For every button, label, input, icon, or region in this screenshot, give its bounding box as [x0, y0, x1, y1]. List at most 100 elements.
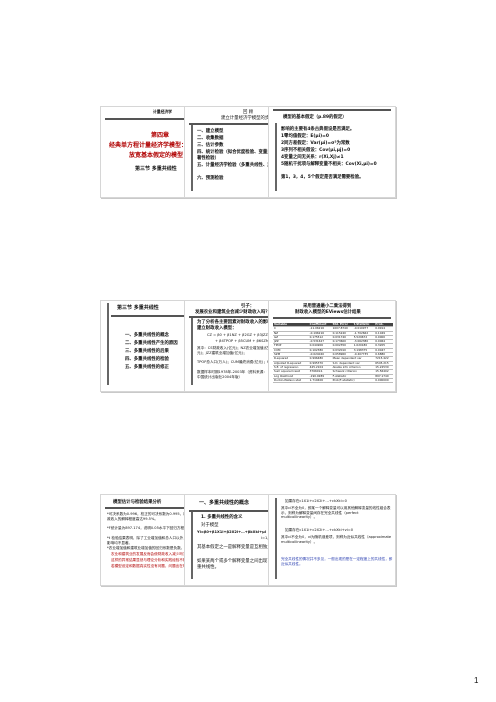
formula-1: CZ = β0 + β1NZ + β2GZ + β3JZZ: [207, 333, 268, 337]
definition-text: 如果某两个或多个解释变量之间出现了相关性，则称为多重共线性。: [197, 559, 307, 570]
cell: Schwarz criterion: [331, 369, 375, 375]
cell: 0.3205: [374, 343, 393, 349]
cell: -1.702662: [352, 331, 375, 336]
chapter-line3: 放宽基本假定的模型: [129, 152, 184, 159]
top-rule: [105, 118, 223, 120]
cell: GZ: [273, 335, 309, 341]
analysis-6: 这样的异常结果显然与理论分析和实践经验不相符。: [111, 558, 194, 562]
cell: 0.6880: [374, 352, 393, 358]
variables-1: 其中：CS财政收入(亿元)；NZ农业增加值(亿元)；GZ工业增加值(亿元)；JZ…: [197, 346, 306, 355]
conclusion: 完全共线性的情况并不多见，一般出现的是在一定程度上的共线性，即近似共线性。: [281, 557, 393, 566]
th-t: t-Statistic: [352, 323, 375, 328]
cell: NZ: [273, 331, 309, 336]
cell: S.D. dependent var: [331, 361, 375, 367]
cell: F-statistic: [331, 374, 375, 379]
cell: 1007.8740: [331, 326, 353, 332]
perfect-definition: 其中ci不全为0，即某一个解释变量可以用其他解释变量的线性组合表示，则称为解释变…: [281, 506, 391, 520]
th-coef: Coefficient: [308, 323, 332, 328]
cell: -3.062380: [352, 339, 375, 345]
step-4: 四、统计检验（拟合优度检验、变量显著性检验、方程显著性检验）: [197, 150, 307, 161]
section-title: 第三节 多重共线性: [135, 166, 177, 172]
cell: 5.529672: [352, 335, 375, 341]
outline-4: 四、多重共线性的检验: [125, 357, 169, 362]
cell: 0.044906: [308, 343, 332, 349]
data-source: 数据样本时期1978年-2003年（资料来源：《中国统计年鉴2004》，中国统计…: [197, 370, 309, 379]
cell: Prob(F-statistic): [331, 378, 375, 384]
model-formula: Yi=β0+β1X1i+β2X2i+…+βkXki+μi: [197, 530, 266, 534]
step-3: 三、估计参数: [197, 143, 224, 148]
analysis-5: 农业和建筑业的发展反而会使财政收入减少吗？！: [111, 552, 191, 556]
line-3: 3序列不相关假设：Cov(μi,μj)=0: [281, 148, 351, 153]
cell: 0.173600: [331, 339, 353, 345]
left-rule: [275, 498, 277, 579]
perfect-condition: 如果存在c1X1i+c2X2i+…+ckXki=0: [285, 499, 347, 503]
cell: 0.0064: [374, 339, 393, 345]
cell: 3766014.: [308, 369, 332, 375]
cell: TPOP: [273, 343, 309, 349]
analysis-1: *可决系数为0.996，校正的可决系数为0.995，模型拟合很好。模型对财政收入…: [107, 512, 223, 521]
sub-heading: 1. 多重共线性的含义: [201, 515, 243, 520]
section-title: 第三节 多重共线性: [117, 305, 159, 311]
analysis-4: *农业增加值和建筑业增加值的回归系数是负数。: [107, 546, 185, 550]
rule: [111, 315, 223, 317]
rule: [273, 317, 391, 319]
th-variable: Variable: [273, 323, 309, 328]
intro-line-2: 建立财政收入模型：: [197, 326, 237, 331]
cell: 0.175512: [308, 335, 332, 341]
cell: Durbin-Watson stat: [273, 378, 309, 384]
course-label: 计量经济学: [153, 109, 172, 114]
eviews-table: Variable Coefficient Std. Error t-Statis…: [273, 323, 393, 384]
approx-definition: 其中ci不全为0，vi为随机误差项，则称为近似共线性（approximate m…: [281, 535, 392, 544]
left-rule: [107, 303, 109, 385]
slide-title: 采用普通最小二乘法得到: [303, 304, 352, 309]
cell: 15.22530: [374, 365, 393, 371]
step-5: 五、计量经济学检验（多重共线性、异方差、序列相关）: [197, 163, 307, 168]
cell: 1.719406: [308, 378, 332, 384]
cell: -0.010977: [352, 326, 375, 332]
analysis-2: *F统计量为897.174，说明0.05水平下回归方程整体上显著。: [107, 526, 206, 530]
cell: 0.058960: [331, 352, 353, 358]
slide-6-eviews: 采用普通最小二乘法得到 财政收入模型的EViews估计结果 Variable C…: [268, 300, 396, 392]
slide-3-assumptions: 模型的基本假定（p.89的假定） 影响的主要有4条古典假设是否满足。 1零均值假…: [268, 106, 396, 198]
cell: Akaike info criterion: [331, 365, 375, 371]
analysis-3: *t 检验结果表明，除了工业增加值和总人口以外，其他因素对财政收入的影响均不显著…: [107, 536, 223, 545]
cell: -0.024040: [308, 352, 332, 358]
left-rule: [191, 318, 193, 385]
left-rule: [191, 512, 193, 579]
review-sub: 建立计量经济学模型的步骤: [221, 116, 274, 121]
cell: 0.0047: [374, 348, 393, 354]
approx-condition: 如果存在c1X1i+c2X2i+…+ckXki+vi=0: [285, 528, 354, 532]
line-0: 影响的主要有4条古典假设是否满足。: [281, 127, 355, 132]
slide-title: 模型的基本假定（p.89的假定）: [283, 115, 347, 120]
th-se: Std. Error: [331, 323, 353, 328]
cell: 3.198375: [352, 348, 375, 354]
left-rule: [275, 123, 277, 191]
slide-subtitle: 发展农业和建筑业会减少财政收入吗？: [195, 310, 270, 315]
page-number: 1: [474, 676, 479, 685]
cell: 0.995370: [308, 361, 332, 367]
th-prob: Prob.: [374, 323, 393, 328]
outline-3: 三、多重共线性的后果: [125, 349, 169, 354]
cell: 0.115240: [331, 331, 353, 336]
model-intro: 对于模型: [201, 523, 219, 528]
cell: 1.020180: [352, 343, 375, 349]
formula-2: + β4TPOP + β5CUM + β6SZM + μ: [215, 339, 277, 343]
rule: [105, 507, 223, 509]
outline-1: 一、多重共线性的概念: [125, 333, 169, 338]
cell: 0.996480: [308, 356, 332, 362]
cell: 0.000000: [374, 378, 393, 384]
line-4: 4变量之间无关系：r(Xi,Xj)≠1: [281, 155, 344, 160]
top-rule: [273, 109, 391, 111]
cell: 0.002350: [331, 343, 353, 349]
left-rule: [191, 125, 193, 191]
line-5: 5随机干扰项与解释变量不相关：Cov(Xi,μi)=0: [281, 162, 377, 167]
